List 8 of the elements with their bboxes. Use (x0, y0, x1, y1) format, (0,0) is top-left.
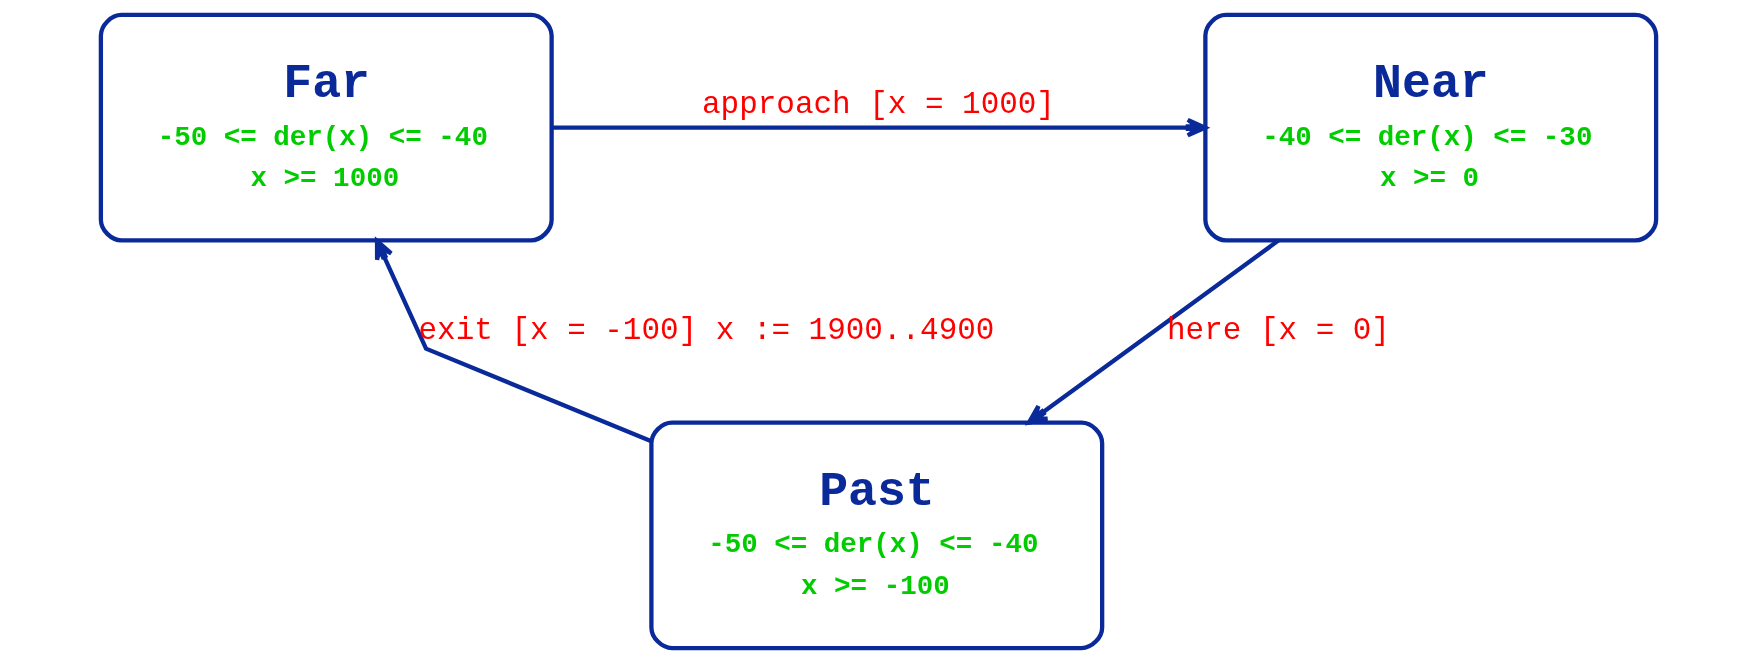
arrow (374, 238, 652, 443)
edge-label: exit [x = -100] x := 1900..4900 (418, 313, 995, 349)
edge-label: here [x = 0] (1167, 313, 1390, 349)
node-box: Far -50 <= der(x) <= -40 x >= 1000 (98, 12, 554, 243)
node-box: Near -40 <= der(x) <= -30 x >= 0 (1203, 12, 1659, 243)
arrow (551, 117, 1208, 138)
node-box: Past -50 <= der(x) <= -40 x >= -100 (649, 420, 1105, 651)
edge-label: approach [x = 1000] (702, 86, 1055, 122)
